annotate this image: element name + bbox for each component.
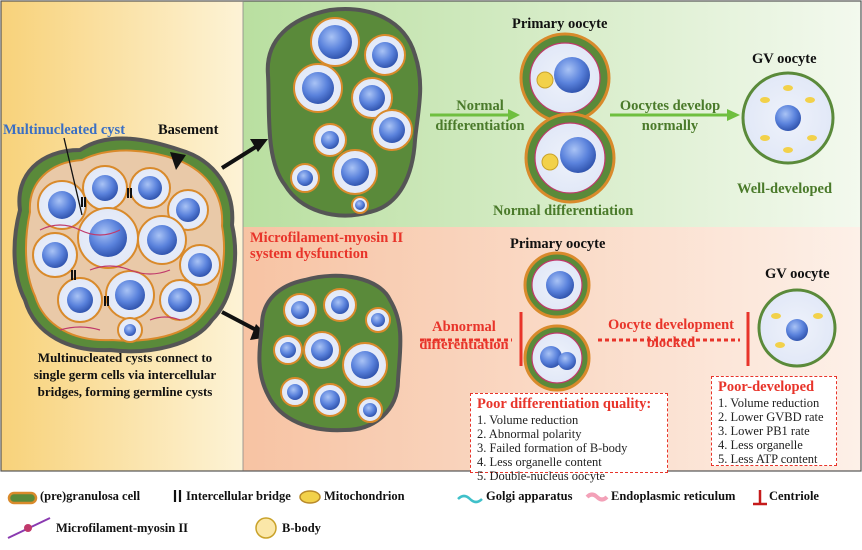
basement-label: Basement — [158, 122, 219, 138]
poor-differentiation-item: 2. Abnormal polarity — [477, 427, 582, 441]
differentiation-line: differentiation — [435, 118, 525, 134]
left-caption-line-1: Multinucleated cysts connect to — [37, 350, 213, 365]
poor-developed-item: 5. Less ATP content — [718, 452, 818, 466]
legend-er: Endoplasmic reticulum — [611, 489, 736, 503]
dysfunction-line-2: system dysfunction — [250, 246, 369, 262]
poor-differentiation-item: 3. Failed formation of B-body — [477, 441, 628, 455]
top-primary-oocyte-1 — [519, 32, 611, 124]
left-caption-line-3: bridges, forming germline cysts — [37, 384, 213, 399]
bottom-germline-cyst — [257, 273, 403, 433]
poor-developed-box: Poor-developed 1. Volume reduction 2. Lo… — [711, 376, 837, 466]
normal-differentiation-caption: Normal differentiation — [493, 203, 634, 219]
abnormal-line: Abnormal — [432, 319, 496, 335]
poor-developed-title: Poor-developed — [718, 379, 815, 395]
poor-differentiation-box: Poor differentiation quality: 1. Volume … — [470, 393, 668, 483]
bottom-gv-oocyte-label: GV oocyte — [765, 266, 830, 282]
poor-developed-item: 4. Less organelle — [718, 438, 803, 452]
er-icon — [585, 492, 609, 502]
poor-differentiation-item: 1. Volume reduction — [477, 413, 579, 427]
top-oocytes-develop-label: Oocytes develop normally — [604, 96, 736, 136]
bottom-primary-oocyte-1 — [523, 251, 591, 319]
legend-icons — [7, 490, 767, 539]
normal-line: Normal — [456, 98, 504, 114]
poor-developed-item: 1. Volume reduction — [718, 396, 820, 410]
dysfunction-label: Microfilament-myosin II system dysfuncti… — [250, 230, 403, 262]
abnormal-differentiation-line: differentiation — [419, 337, 509, 353]
legend-mitochondrion: Mitochondrion — [324, 489, 405, 503]
mitochondrion-icon — [299, 490, 321, 504]
poor-differentiation-item: 5. Double-nucleus oocyte — [477, 469, 606, 483]
well-developed-label: Well-developed — [737, 181, 833, 197]
bottom-primary-oocyte-label: Primary oocyte — [510, 236, 606, 252]
golgi-icon — [457, 494, 483, 504]
legend-bridge: Intercellular bridge — [186, 489, 291, 503]
legend-bbody: B-body — [282, 521, 321, 535]
legend-centriole: Centriole — [769, 489, 819, 503]
bottom-primary-oocyte-2 — [523, 324, 591, 392]
centriole-icon — [753, 490, 767, 506]
oocytes-develop-line: Oocytes develop — [619, 98, 721, 114]
multinucleated-cyst-cluster — [12, 136, 238, 354]
poor-developed-item: 3. Lower PB1 rate — [718, 424, 810, 438]
development-blocked-label: Oocyte development blocked — [596, 316, 746, 352]
abnormal-differentiation-label: Abnormal differentiation — [412, 318, 516, 354]
microfilament-icon — [7, 517, 51, 539]
legend-golgi: Golgi apparatus — [486, 489, 573, 503]
top-gv-oocyte-label: GV oocyte — [752, 51, 817, 67]
poor-developed-item: 2. Lower GVBD rate — [718, 410, 824, 424]
granulosa-cell-icon — [7, 491, 38, 505]
arrow-develop-normally — [610, 109, 740, 121]
top-normal-differentiation-arrow-label: Normal differentiation — [424, 96, 536, 136]
arrow-abnormal-differentiation — [420, 312, 523, 366]
arrow-normal-differentiation — [430, 109, 520, 121]
left-caption-line-2: single germ cells via intercellular — [33, 367, 217, 382]
blocked-line: blocked — [646, 335, 696, 351]
top-primary-oocyte-2 — [524, 112, 616, 204]
oocyte-development-line: Oocyte development — [607, 317, 735, 333]
bottom-gv-oocyte — [757, 288, 837, 368]
arrow-development-blocked — [598, 312, 750, 366]
intercellular-bridge-icon — [173, 490, 182, 502]
multinucleated-cyst-label: Multinucleated cyst — [3, 122, 126, 138]
b-body-icon — [255, 517, 277, 539]
arrow-to-top — [220, 139, 268, 170]
legend-granulosa: (pre)granulosa cell — [40, 489, 141, 503]
left-caption: Multinucleated cysts connect to single g… — [14, 349, 236, 400]
top-primary-oocyte-label: Primary oocyte — [512, 16, 608, 32]
dysfunction-line-1: Microfilament-myosin II — [250, 230, 404, 246]
poor-differentiation-item: 4. Less organelle content — [477, 455, 602, 469]
legend-microfilament: Microfilament-myosin II — [56, 521, 189, 535]
top-gv-oocyte — [741, 71, 835, 165]
normally-line: normally — [641, 118, 699, 134]
top-germline-cyst — [265, 7, 423, 218]
poor-differentiation-title: Poor differentiation quality: — [477, 396, 652, 412]
